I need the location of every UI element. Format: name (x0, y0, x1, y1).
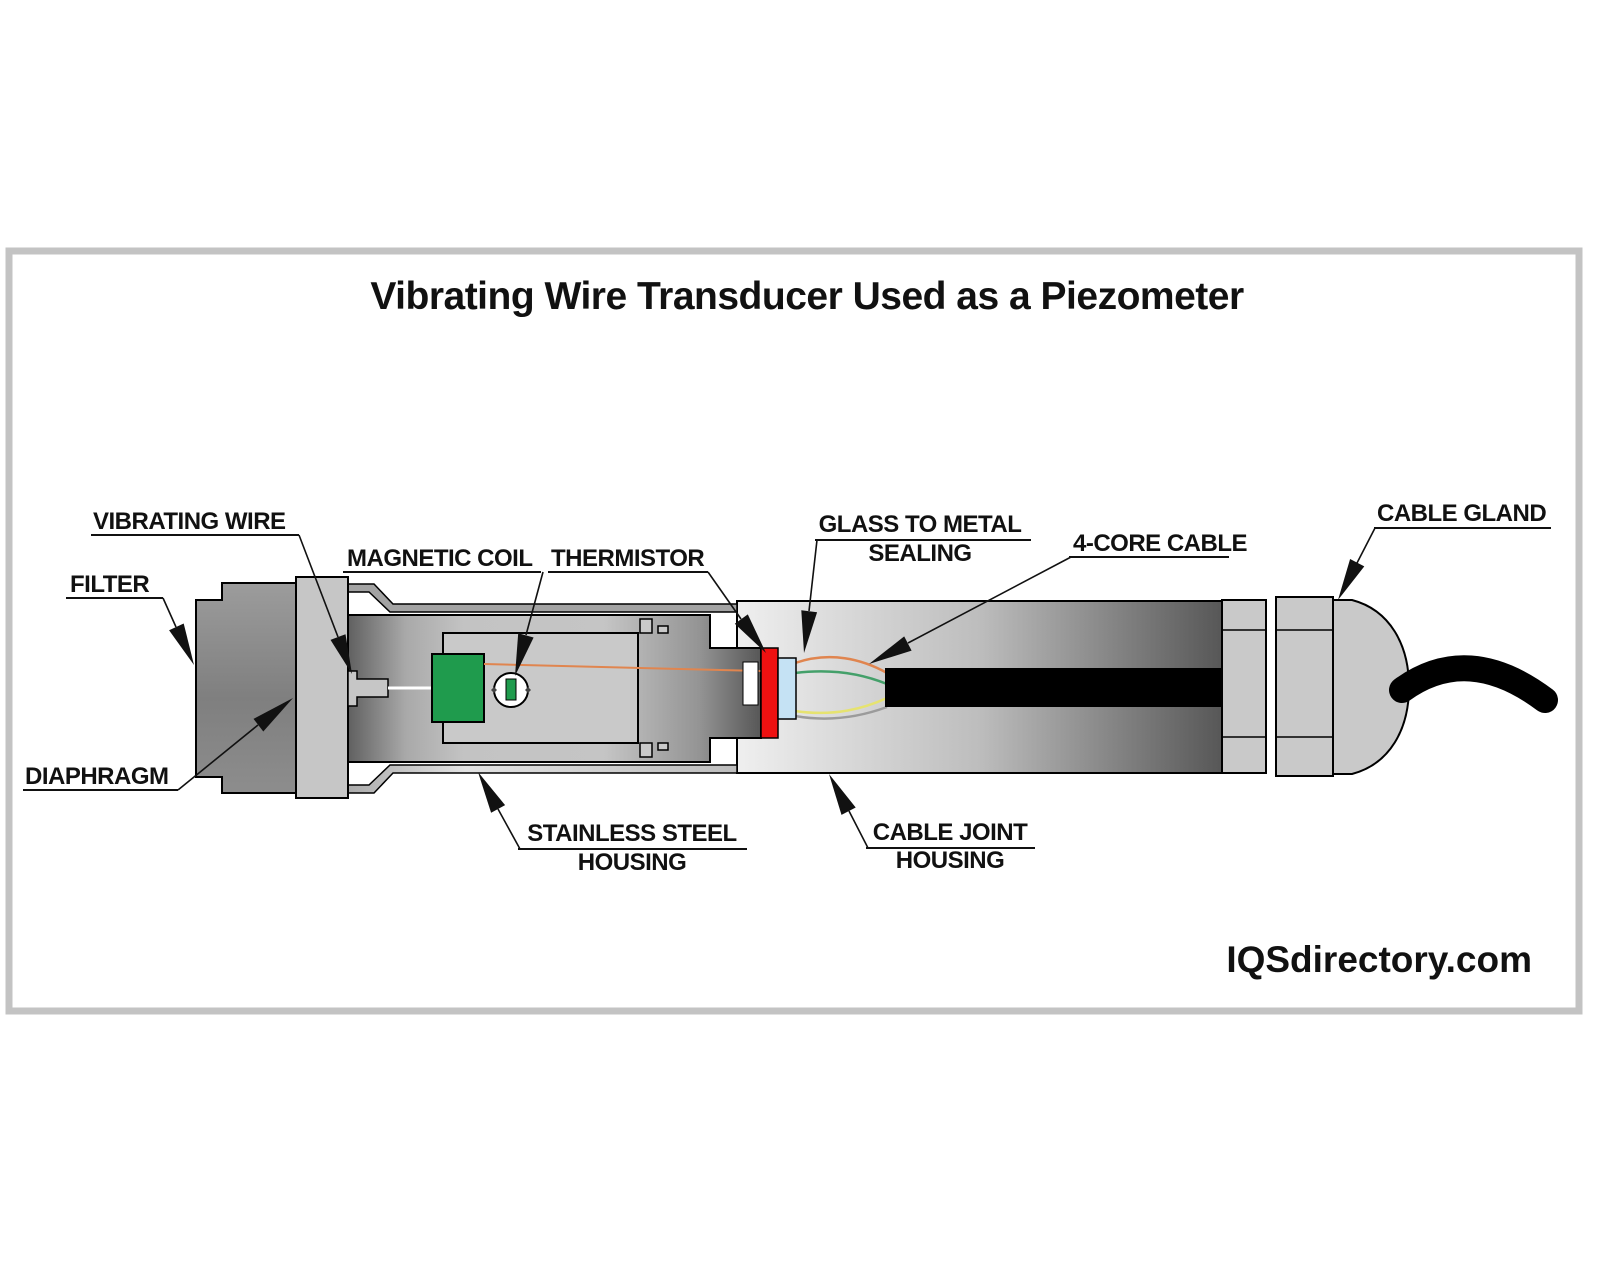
thermistor-pin-left (491, 687, 497, 693)
internal-lead-wire (483, 663, 762, 672)
wire-anchor-stub (347, 670, 389, 707)
labels: VIBRATING WIRE FILTER DIAPHRAGM MAGNETIC… (23, 500, 1551, 876)
seal-red-strip (760, 647, 779, 739)
core-wire-gray (794, 705, 888, 720)
label-diaphragm: DIAPHRAGM (25, 763, 169, 790)
stainless-housing-top-wall (347, 583, 738, 613)
leader-lines (162, 527, 1376, 850)
external-cable (1389, 655, 1558, 713)
label-cable-gland: CABLE GLAND (1377, 500, 1546, 527)
carrier-tab-bottom-2 (657, 742, 669, 751)
carrier-tab-top-1 (639, 618, 653, 634)
diagram-frame (5, 247, 1583, 1015)
label-cable-joint-1: CABLE JOINT (873, 819, 1028, 846)
arrow-cable-gland (1338, 559, 1365, 600)
arrow-magnetic-coil (515, 633, 534, 676)
label-glass-to-metal-1: GLASS TO METAL (819, 511, 1022, 538)
carrier-tab-top-2 (657, 625, 669, 634)
filter-block (195, 582, 301, 794)
label-thermistor: THERMISTOR (551, 545, 704, 572)
label-filter: FILTER (70, 571, 149, 598)
stainless-housing-bottom-wall (347, 764, 738, 794)
label-cable-joint-2: HOUSING (896, 847, 1005, 874)
carrier-tab-bottom-1 (639, 742, 653, 758)
diagram-title: Vibrating Wire Transducer Used as a Piez… (370, 275, 1244, 318)
neck-pocket (742, 661, 759, 706)
core-wire-green (794, 670, 888, 686)
arrow-four-core-cable (869, 636, 912, 664)
label-stainless-housing-2: HOUSING (578, 849, 687, 876)
label-magnetic-coil: MAGNETIC COIL (347, 545, 533, 572)
gland-collar-1 (1221, 599, 1267, 774)
core-wire-yellow (794, 696, 888, 715)
cable-bar (885, 668, 1222, 707)
arrow-vibrating-wire (330, 634, 352, 674)
label-four-core-cable: 4-CORE CABLE (1073, 530, 1248, 557)
arrow-stainless-housing (478, 772, 506, 813)
thermistor-element (505, 678, 517, 701)
label-vibrating-wire: VIBRATING WIRE (93, 508, 286, 535)
watermark: IQSdirectory.com (1226, 939, 1532, 980)
arrow-filter (169, 623, 194, 665)
gland-collar-2 (1275, 596, 1334, 777)
arrow-glass-seal (801, 610, 818, 653)
label-stainless-housing-1: STAINLESS STEEL (527, 820, 736, 847)
thermistor-pin-right (525, 687, 531, 693)
glass-to-metal-seal (777, 657, 797, 720)
label-glass-to-metal-2: SEALING (868, 540, 971, 567)
arrow-thermistor (734, 614, 766, 653)
magnetic-coil-block (431, 653, 485, 723)
arrow-cable-joint-housing (829, 774, 856, 815)
core-wire-orange (794, 655, 888, 675)
arrow-diaphragm (253, 698, 293, 732)
diaphragm-plate (295, 576, 349, 799)
